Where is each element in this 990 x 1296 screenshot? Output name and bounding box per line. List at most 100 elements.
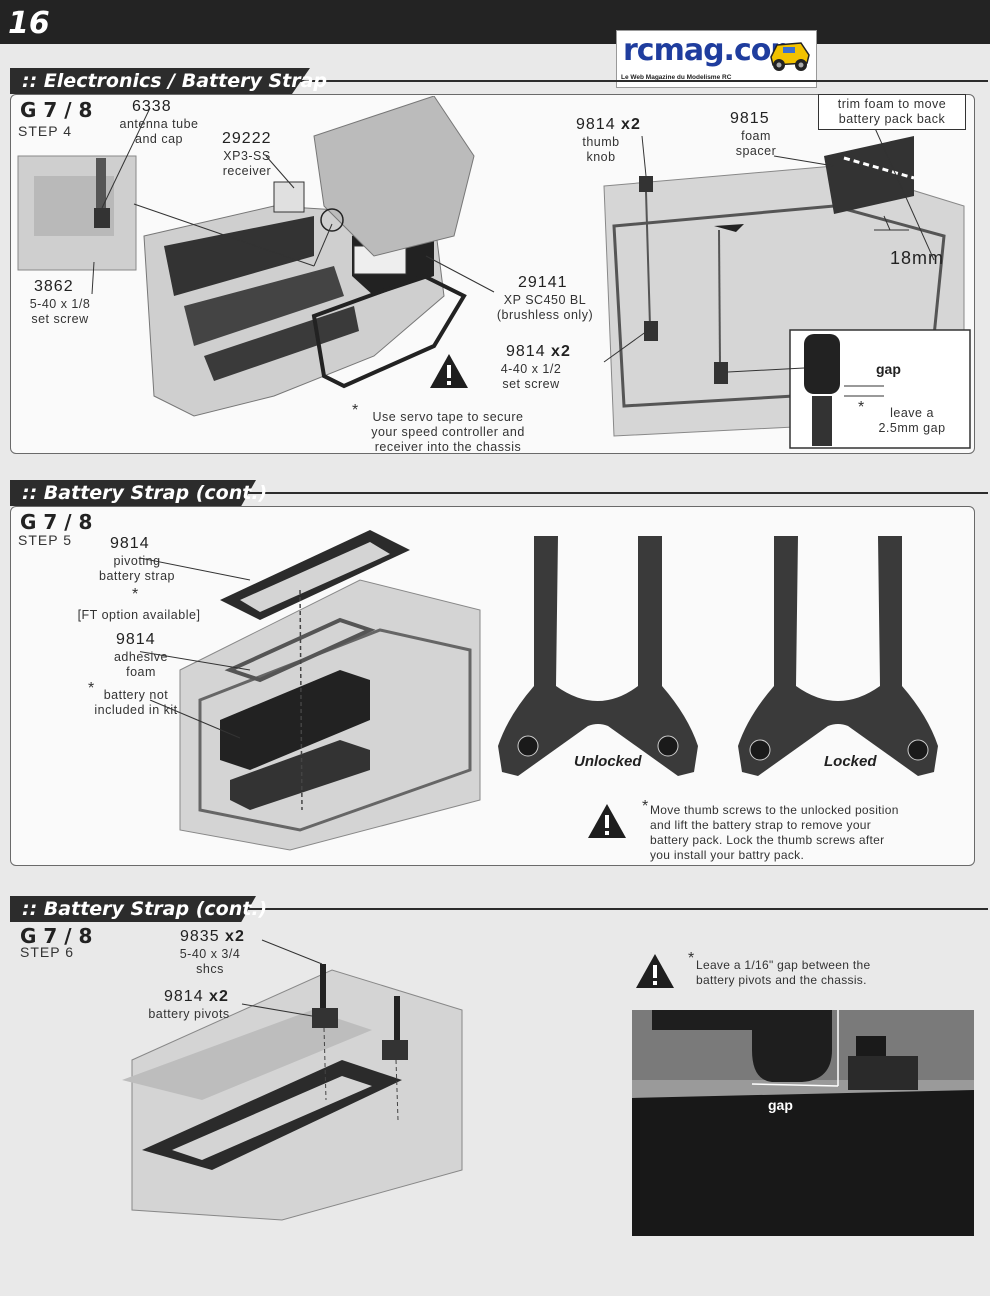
part-9814-pivot-qty: x2 <box>209 988 229 1005</box>
servo-tape-note: Use servo tape to secure your speed cont… <box>350 410 546 455</box>
part-9814-pivot-number: 9814 x2 <box>164 988 229 1006</box>
thumb-note-line-4: you install your battry pack. <box>650 848 805 862</box>
part-9835-desc: 5-40 x 3/4 shcs <box>160 947 260 977</box>
part-29222-desc-line-2: receiver <box>222 164 272 178</box>
ft-star: * <box>132 586 139 603</box>
thumb-note-line-2: and lift the battery strap to remove you… <box>650 818 872 832</box>
servo-star: * <box>352 402 359 419</box>
part-29222-desc-line-1: XP3-SS <box>223 149 271 163</box>
thumb-screw-note: Move thumb screws to the unlocked positi… <box>650 803 972 863</box>
part-6338-desc-line-1: antenna tube <box>119 117 199 131</box>
section-2-title: :: Battery Strap (cont.) <box>22 482 268 504</box>
part-9814-foam-desc-line-1: adhesive <box>113 650 169 664</box>
section-1-header: :: Electronics / Battery Strap <box>10 68 988 94</box>
section-2-code: G 7 / 8 <box>20 510 93 534</box>
trim-foam-note-line-1: trim foam to move <box>837 97 947 111</box>
warning-icon <box>588 804 626 838</box>
part-29141-desc-line-1: XP SC450 BL <box>503 293 587 307</box>
thumb-note-line-1: Move thumb screws to the unlocked positi… <box>650 803 899 817</box>
gap-note-step4: leave a 2.5mm gap <box>862 406 962 436</box>
thumb-screw-icons <box>517 735 929 761</box>
part-9815-desc-line-2: spacer <box>735 144 777 158</box>
part-9835-number: 9835 x2 <box>180 928 245 946</box>
thumb-note-star: * <box>642 798 649 815</box>
part-6338-desc: antenna tube and cap <box>104 117 214 147</box>
servo-note-line-2: your speed controller and <box>371 425 525 439</box>
section-1-code: G 7 / 8 <box>20 98 93 122</box>
part-9814-setscrew-desc-line-1: 4-40 x 1/2 <box>500 362 562 376</box>
page-number: 16 <box>8 6 50 41</box>
part-3862-desc-line-1: 5-40 x 1/8 <box>29 297 91 311</box>
trim-foam-note-line-2: battery pack back <box>838 112 946 126</box>
battery-note-line-2: included in kit <box>94 703 178 717</box>
part-29141-number: 29141 <box>518 274 568 291</box>
chassis-electronics-illustration <box>17 96 971 449</box>
part-9814-strap-desc-line-2: battery strap <box>99 569 175 583</box>
part-3862-desc: 5-40 x 1/8 set screw <box>10 297 110 327</box>
pivot-gap-note-line-2: battery pivots and the chassis. <box>696 973 867 987</box>
rcmag-logo: rcmag.com Le Web Magazine du Modelisme R… <box>616 30 817 88</box>
part-9814-knob-num: 9814 <box>576 116 616 133</box>
battery-pivot-illustration <box>122 939 463 1221</box>
part-9814-foam-desc-line-2: foam <box>126 665 156 679</box>
part-29222-desc: XP3-SS receiver <box>202 149 292 179</box>
gap-star: * <box>858 399 865 416</box>
warning-icon <box>430 354 468 388</box>
part-9814-knob-desc-line-1: thumb <box>582 135 620 149</box>
pivot-gap-photo <box>632 1010 974 1236</box>
section-2-panel <box>10 506 975 866</box>
logo-tagline: Le Web Magazine du Modelisme RC <box>621 74 732 81</box>
part-29141-desc-line-2: (brushless only) <box>496 308 594 322</box>
part-9814-setscrew-desc-line-2: set screw <box>502 377 560 391</box>
section-3-header: :: Battery Strap (cont.) <box>10 896 988 922</box>
part-9814-strap-desc: pivoting battery strap <box>82 554 192 584</box>
part-9835-qty: x2 <box>225 928 245 945</box>
part-29222-number: 29222 <box>222 130 272 147</box>
part-3862-number: 3862 <box>34 278 74 295</box>
section-3-code: G 7 / 8 <box>20 924 93 948</box>
servo-note-line-3: receiver into the chassis <box>374 440 522 454</box>
part-6338-desc-line-2: and cap <box>135 132 183 146</box>
battery-strap-illustration <box>140 530 481 851</box>
gap-note-step4-line-1: leave a <box>890 406 934 420</box>
part-9814-setscrew-qty: x2 <box>551 343 571 360</box>
pivot-gap-label: gap <box>768 1097 793 1113</box>
pivot-gap-star: * <box>688 950 695 967</box>
warning-icon <box>636 954 674 988</box>
locked-label: Locked <box>824 753 877 770</box>
part-29141-desc: XP SC450 BL (brushless only) <box>480 293 610 323</box>
section-1-title: :: Electronics / Battery Strap <box>22 70 328 92</box>
gap-label-step4: gap <box>876 361 901 377</box>
part-9814-knob-qty: x2 <box>621 116 641 133</box>
thumb-note-line-3: battery pack. Lock the thumb screws afte… <box>650 833 885 847</box>
part-9814-setscrew-num: 9814 <box>506 343 546 360</box>
battery-not-included-note: battery not included in kit <box>80 688 192 718</box>
section-3-step: STEP 6 <box>20 944 74 960</box>
part-9814-foam-desc: adhesive foam <box>96 650 186 680</box>
part-9815-number: 9815 <box>730 110 770 127</box>
battery-note-line-1: battery not <box>103 688 169 702</box>
gap-note-step4-line-2: 2.5mm gap <box>878 421 946 435</box>
part-9835-desc-line-2: shcs <box>196 962 224 976</box>
battery-star: * <box>88 680 95 697</box>
section-1-step: STEP 4 <box>18 123 72 139</box>
part-9814-pivot-desc: battery pivots <box>148 1007 230 1021</box>
part-9835-num: 9835 <box>180 928 220 945</box>
part-9814-knob-desc-line-2: knob <box>586 150 616 164</box>
pivot-gap-note: Leave a 1/16" gap between the battery pi… <box>696 958 946 988</box>
servo-note-line-1: Use servo tape to secure <box>372 410 524 424</box>
part-9814-setscrew-desc: 4-40 x 1/2 set screw <box>486 362 576 392</box>
part-9815-desc: foam spacer <box>718 129 794 159</box>
page-number-bar <box>0 0 990 44</box>
part-9815-desc-line-1: foam <box>741 129 771 143</box>
pivot-gap-note-line-1: Leave a 1/16" gap between the <box>696 958 871 972</box>
part-3862-desc-line-2: set screw <box>31 312 89 326</box>
strap-unlocked-locked-illustration <box>498 536 938 776</box>
trim-foam-note: trim foam to move battery pack back <box>818 94 966 130</box>
part-9814-setscrew-number: 9814 x2 <box>506 343 571 361</box>
part-9814-knob-desc: thumb knob <box>566 135 636 165</box>
dimension-18mm: 18mm <box>890 248 945 268</box>
part-9814-knob-number: 9814 x2 <box>576 116 641 134</box>
section-2-header: :: Battery Strap (cont.) <box>10 480 988 506</box>
part-9814-foam-number: 9814 <box>116 631 156 648</box>
